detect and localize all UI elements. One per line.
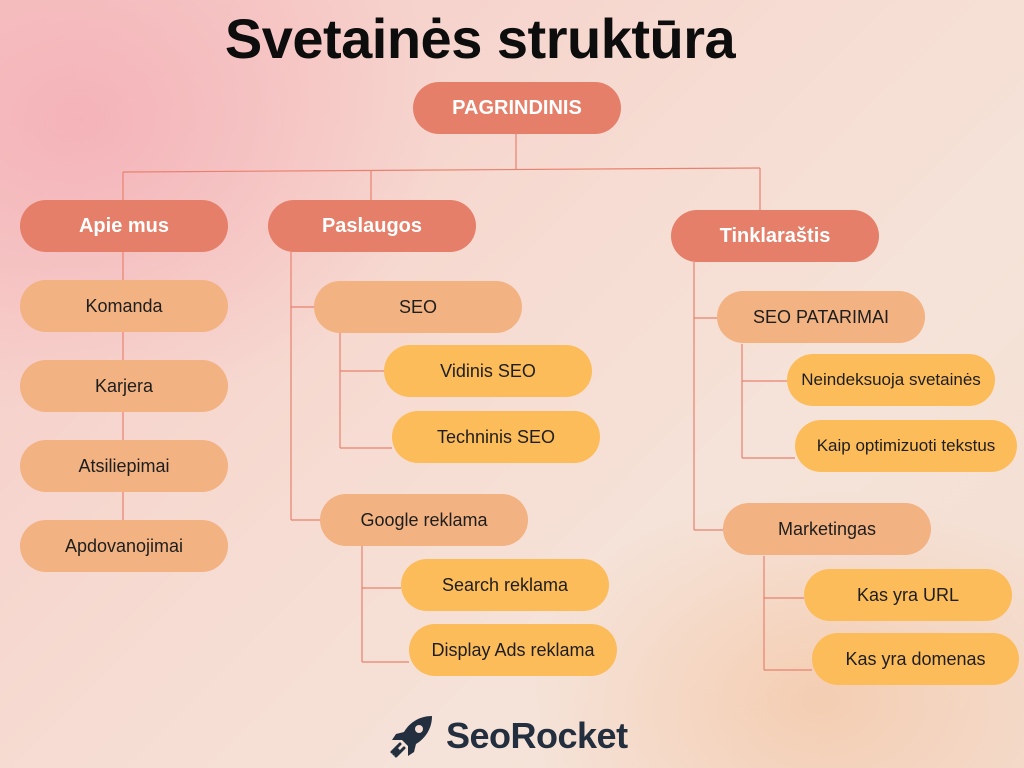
node-vidinis-seo[interactable]: Vidinis SEO [384, 345, 592, 397]
node-apie-mus[interactable]: Apie mus [20, 200, 228, 252]
node-kas-yra-url[interactable]: Kas yra URL [804, 569, 1012, 621]
node-root[interactable]: PAGRINDINIS [413, 82, 621, 134]
node-display-ads-reklama[interactable]: Display Ads reklama [409, 624, 617, 676]
node-atsiliepimai[interactable]: Atsiliepimai [20, 440, 228, 492]
node-komanda[interactable]: Komanda [20, 280, 228, 332]
node-kas-yra-domenas[interactable]: Kas yra domenas [812, 633, 1019, 685]
node-apdovanojimai[interactable]: Apdovanojimai [20, 520, 228, 572]
node-paslaugos[interactable]: Paslaugos [268, 200, 476, 252]
node-search-reklama[interactable]: Search reklama [401, 559, 609, 611]
node-seo[interactable]: SEO [314, 281, 522, 333]
rocket-icon [390, 716, 432, 758]
node-karjera[interactable]: Karjera [20, 360, 228, 412]
logo-text: SeoRocket [446, 715, 628, 756]
node-marketingas[interactable]: Marketingas [723, 503, 931, 555]
node-neindeksuoja[interactable]: Neindeksuoja svetainės [787, 354, 995, 406]
brand-logo: SeoRocket [388, 712, 628, 760]
page-title: Svetainės struktūra [224, 7, 736, 70]
node-google-reklama[interactable]: Google reklama [320, 494, 528, 546]
node-techninis-seo[interactable]: Techninis SEO [392, 411, 600, 463]
node-seo-patarimai[interactable]: SEO PATARIMAI [717, 291, 925, 343]
node-tinklarastis[interactable]: Tinklaraštis [671, 210, 879, 262]
node-kaip-optimizuoti[interactable]: Kaip optimizuoti tekstus [795, 420, 1017, 472]
